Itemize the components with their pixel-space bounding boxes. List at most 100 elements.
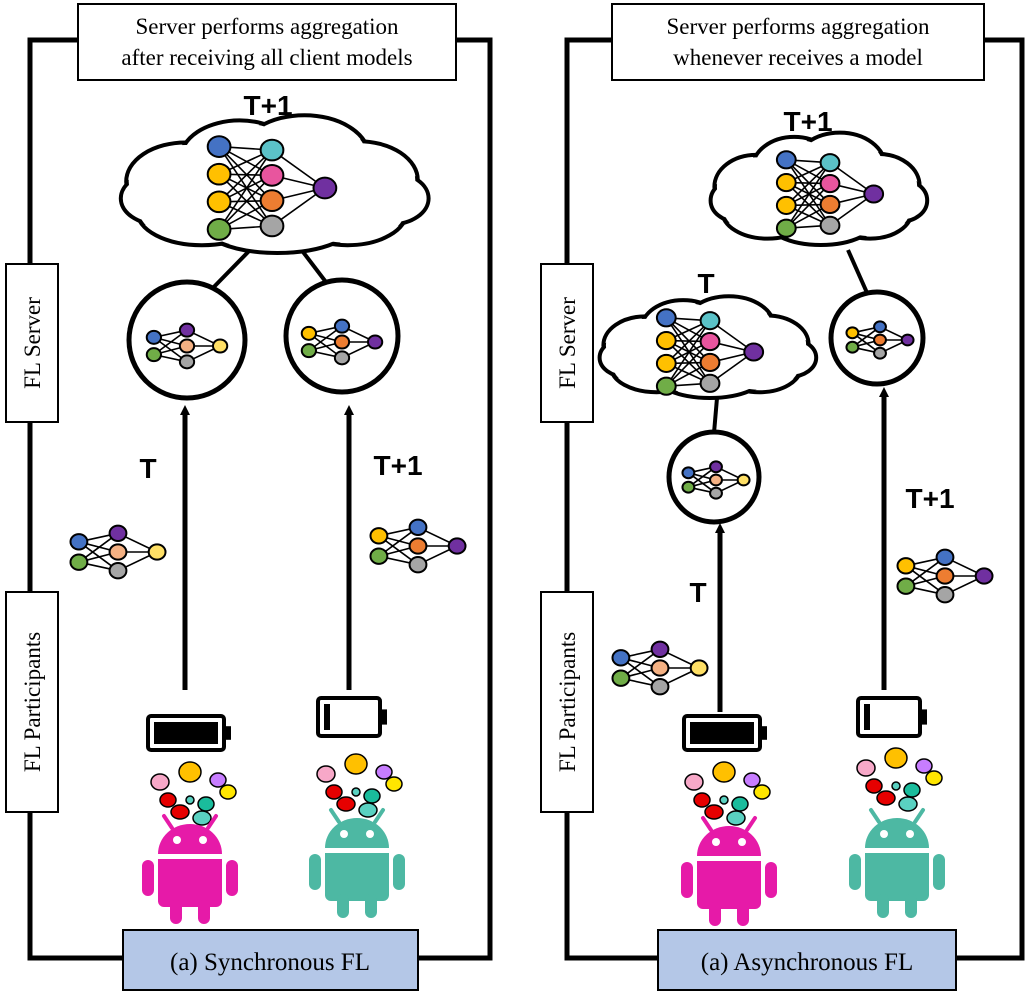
- network-node: [259, 138, 285, 162]
- network-node: [178, 354, 196, 370]
- network-node: [69, 533, 89, 551]
- data-dot: [891, 781, 901, 791]
- network-node: [689, 659, 709, 677]
- network-node: [69, 553, 89, 571]
- panel-synchronous: Server performs aggregation after receiv…: [5, 3, 493, 991]
- data-dot: [159, 792, 177, 808]
- data-dot: [192, 810, 212, 826]
- data-dot: [197, 796, 215, 812]
- data-dot: [865, 778, 883, 794]
- network-node: [206, 190, 232, 214]
- network-node: [896, 557, 916, 575]
- network-node: [775, 218, 797, 238]
- network-node: [369, 527, 389, 545]
- data-dot: [726, 810, 746, 826]
- network-node: [300, 343, 318, 359]
- android-leg: [905, 894, 917, 918]
- network-node: [408, 518, 428, 536]
- data-dot: [209, 772, 227, 788]
- android-antenna: [373, 808, 385, 824]
- cloud-fill: [876, 181, 925, 220]
- network-node: [681, 466, 696, 480]
- network-node: [259, 214, 285, 238]
- android-antenna: [869, 808, 881, 824]
- network-node: [873, 320, 887, 334]
- cloud-round-label: T+1: [783, 106, 832, 137]
- network-node: [178, 322, 196, 338]
- neural-network-icon: [845, 320, 915, 360]
- network-node: [681, 480, 696, 494]
- data-dot: [336, 796, 356, 812]
- network-node: [655, 308, 677, 328]
- network-edge: [218, 149, 273, 203]
- network-node: [108, 524, 128, 542]
- data-dot: [731, 796, 749, 812]
- network-edge: [785, 162, 831, 229]
- network-node: [699, 373, 721, 393]
- android-antenna: [329, 808, 341, 824]
- android-leg: [198, 900, 210, 924]
- android-head: [697, 826, 761, 856]
- android-eye: [712, 838, 720, 846]
- network-node: [300, 325, 318, 341]
- network-edge: [665, 320, 711, 387]
- network-node: [259, 189, 285, 212]
- network-node: [845, 326, 860, 340]
- data-dot: [915, 758, 933, 774]
- data-dot: [704, 804, 724, 820]
- android-body: [158, 859, 222, 907]
- cloud-round-label: T: [697, 268, 714, 299]
- android-leg: [737, 902, 749, 926]
- network-edge: [665, 340, 711, 387]
- neural-network-icon: [611, 640, 709, 696]
- network-node: [819, 174, 841, 194]
- android-device-icon: [309, 808, 405, 918]
- network-node: [333, 334, 351, 350]
- data-dot: [753, 784, 771, 800]
- data-dot: [684, 773, 704, 791]
- client-round-label: T+1: [905, 483, 954, 514]
- network-node: [709, 460, 723, 474]
- caption: (a) Synchronous FL: [170, 949, 370, 976]
- cloud-fill: [123, 174, 194, 222]
- android-leg: [877, 894, 889, 918]
- network-node: [259, 164, 285, 187]
- neural-network-icon: [369, 518, 467, 574]
- android-head: [158, 824, 222, 854]
- network-node: [900, 333, 915, 347]
- network-node: [863, 184, 885, 204]
- network-node: [211, 338, 229, 354]
- android-eye: [906, 830, 914, 838]
- android-arm: [309, 854, 321, 890]
- data-dot: [876, 790, 896, 806]
- network-node: [108, 543, 128, 561]
- neural-network-icon: [69, 524, 167, 580]
- android-antenna: [913, 808, 925, 824]
- data-dot: [178, 761, 202, 783]
- data-dot: [344, 753, 368, 775]
- connector: [846, 249, 870, 296]
- android-arm: [681, 862, 693, 898]
- android-body: [865, 853, 929, 901]
- network-node: [408, 556, 428, 574]
- network-node: [206, 162, 232, 186]
- android-eye: [738, 838, 746, 846]
- cloud-fill: [602, 340, 651, 375]
- data-dot: [693, 792, 711, 808]
- android-antenna: [206, 814, 218, 830]
- data-dot: [351, 787, 361, 797]
- network-node: [743, 342, 765, 362]
- data-dot: [219, 784, 237, 800]
- android-eye: [199, 836, 207, 844]
- android-leg: [709, 902, 721, 926]
- data-dot: [170, 804, 190, 820]
- client-round-label: T: [689, 577, 706, 608]
- server-label: FL Server: [555, 297, 580, 389]
- battery-tip: [380, 709, 387, 725]
- data-dot: [375, 764, 393, 780]
- android-eye: [173, 836, 181, 844]
- network-node: [145, 347, 163, 363]
- battery-full-icon: [146, 714, 231, 752]
- network-node: [178, 338, 196, 354]
- network-node: [896, 577, 916, 595]
